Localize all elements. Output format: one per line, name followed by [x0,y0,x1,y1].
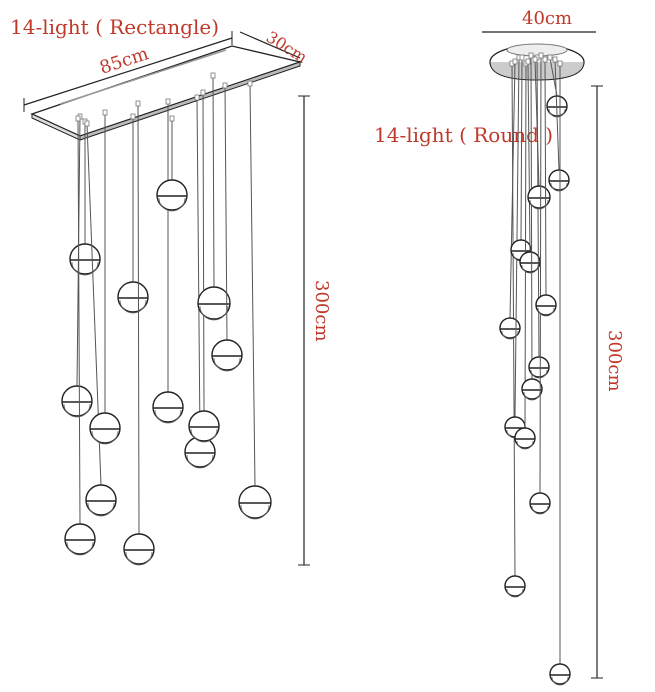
rectangle-canopy [30,45,303,141]
rectangle-pendant-11 [188,89,220,443]
round-pendant-7 [521,52,543,401]
rectangle-pendant-1 [69,118,101,276]
right-height-label: 300cm [604,330,625,392]
width-label: 85cm [97,43,151,78]
rectangle-pendant-14 [238,80,272,520]
left-height-dimension [298,95,310,566]
round-pendant-10 [529,52,551,515]
round-pendant-2 [499,58,521,340]
rectangle-pendant-4 [64,115,96,556]
round-pendants [499,52,571,686]
round-pendant-9 [527,56,551,210]
rectangle-pendant-12 [197,72,231,321]
rectangle-pendant-3 [84,120,117,517]
depth-dimension [239,31,301,59]
rectangle-pendant-7 [123,100,155,566]
rectangle-title: 14-light ( Rectangle) [10,15,219,39]
round-pendant-11 [535,56,557,317]
round-pendant-13 [548,56,570,192]
rectangle-pendant-9 [156,115,188,212]
left-height-label: 300cm [311,280,332,342]
rectangle-pendants [61,72,272,566]
width-dimension [23,31,233,112]
rectangle-pendant-10 [184,94,216,469]
rectangle-pendant-6 [117,113,149,314]
diameter-label: 40cm [522,8,572,29]
round-title: 14-light ( Round ) [374,123,553,147]
round-pendant-6 [519,58,541,274]
right-height-dimension [591,85,603,679]
rectangle-pendant-8 [152,98,184,424]
rectangle-pendant-13 [211,82,243,372]
round-pendant-14 [549,60,571,686]
rectangle-pendant-5 [89,109,121,445]
